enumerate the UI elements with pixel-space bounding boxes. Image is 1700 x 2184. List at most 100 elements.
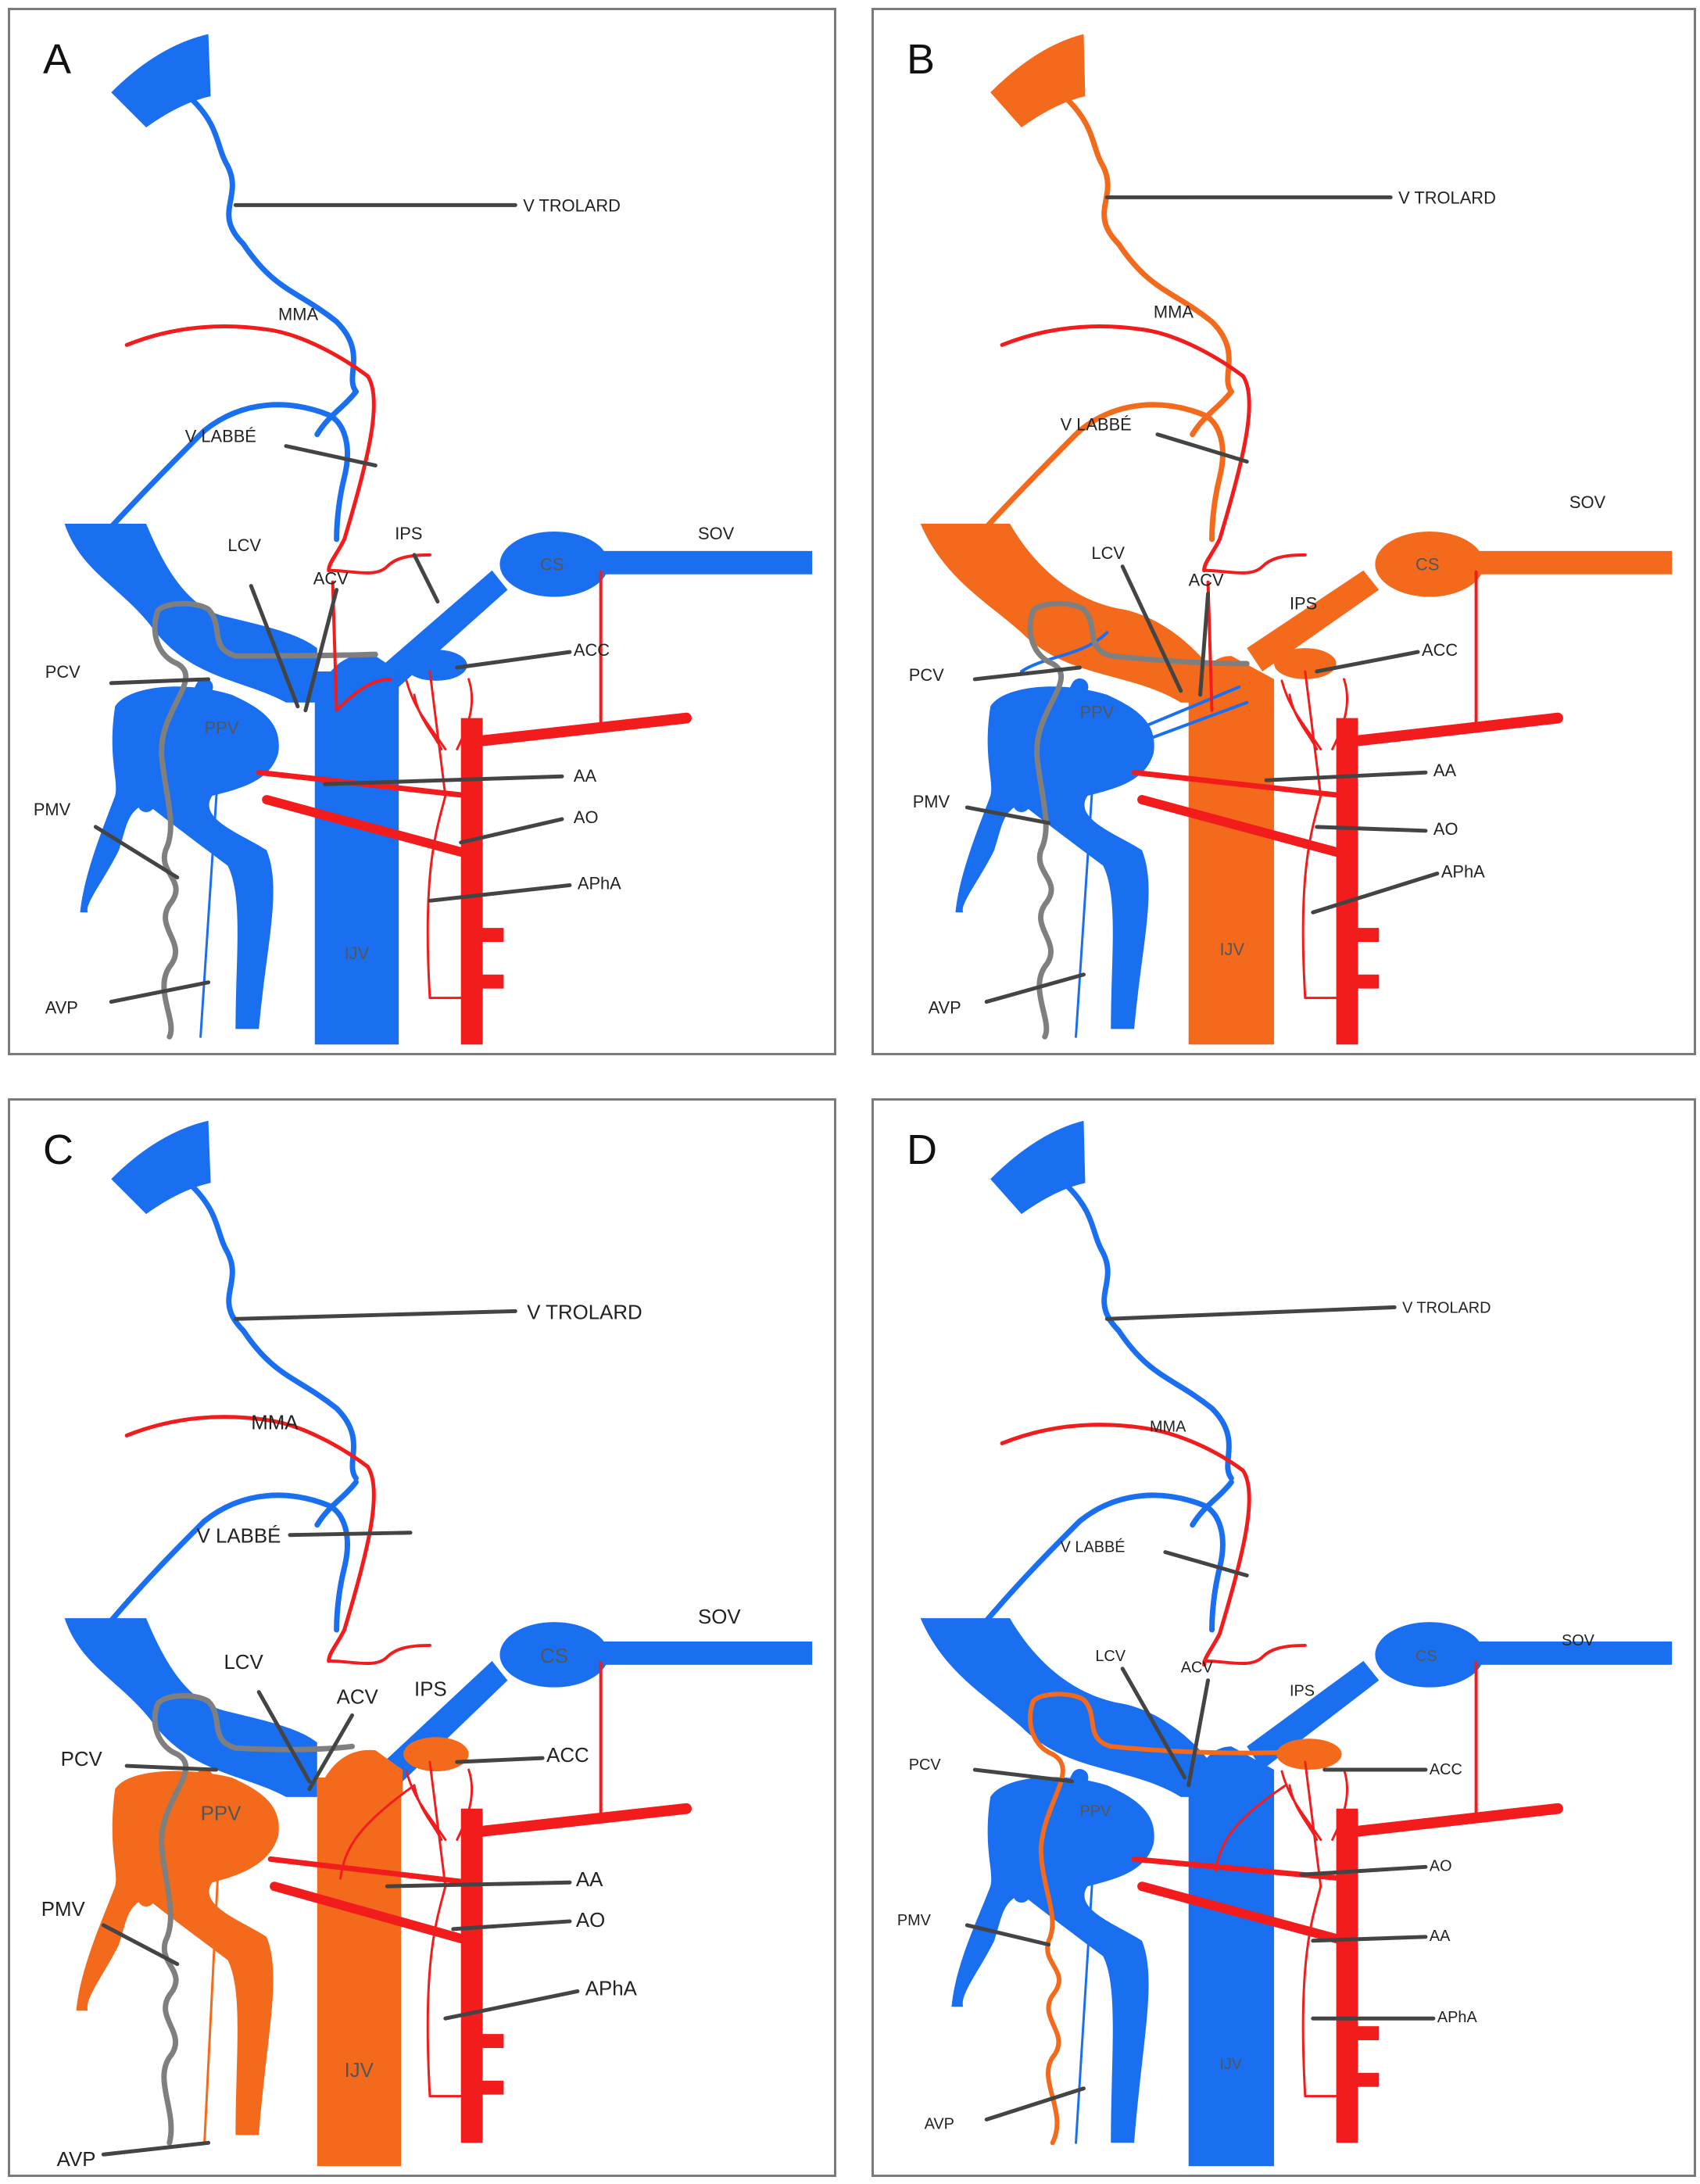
leader-aa — [1264, 770, 1428, 782]
leader-labbe — [284, 444, 378, 467]
gray-anastomosis — [152, 600, 378, 1040]
leader-lcv — [1120, 1667, 1187, 1780]
label-aa: AA — [1430, 1928, 1451, 1945]
label-ijv: IJV — [1219, 940, 1244, 959]
leader-ao — [1299, 1864, 1428, 1877]
ips-sinus — [1247, 1660, 1380, 1770]
superior-sinus — [990, 1120, 1086, 1215]
apha-branch-2 — [1351, 2072, 1380, 2087]
eca-branch-upper — [471, 712, 693, 747]
label-cs: CS — [1415, 555, 1439, 575]
venous-diagram: V TROLARD MMA V LABBÉ IPS SOV CS LCV ACV… — [41, 1120, 813, 2171]
label-sov: SOV — [698, 524, 735, 543]
leader-apha — [428, 883, 572, 903]
label-apha: APhA — [585, 1978, 638, 2000]
label-pcv: PCV — [909, 665, 944, 685]
acc-plexus — [405, 650, 467, 681]
leader-acc — [455, 1756, 545, 1764]
label-cs: CS — [540, 1645, 568, 1667]
ica-artery — [327, 553, 603, 728]
pterygoid-plexus — [951, 1777, 1154, 2143]
label-acc: ACC — [1430, 1761, 1462, 1778]
eca-trunk — [1336, 718, 1358, 1045]
pterygoid-plexus — [955, 686, 1154, 1029]
acc-plexus — [403, 1737, 469, 1772]
label-acc: ACC — [1422, 640, 1458, 660]
apha-branch-2 — [1351, 974, 1380, 989]
label-acv: ACV — [1189, 571, 1224, 590]
apha-branch-2 — [476, 2080, 504, 2095]
label-lcv: LCV — [1095, 1648, 1126, 1665]
superior-sinus — [111, 1120, 211, 1215]
eca-branch-upper — [1346, 712, 1563, 747]
leader-lcv — [249, 584, 300, 709]
apha-branch-1 — [1351, 2026, 1380, 2041]
gray-anastomosis — [152, 1692, 355, 2146]
label-avp: AVP — [45, 997, 78, 1017]
venous-diagram: V TROLARD MMA V LABBÉ IPS SOV CS LCV ACV… — [34, 34, 813, 1045]
label-mma: MMA — [251, 1412, 299, 1434]
labbe-connector — [314, 388, 359, 438]
lcv-acv-vein — [1140, 685, 1249, 743]
leader-ao — [451, 1919, 572, 1932]
label-acc: ACC — [574, 640, 610, 660]
eca-trunk — [460, 718, 483, 1045]
cavernous-sinus — [499, 532, 609, 597]
label-pmv: PMV — [34, 800, 71, 819]
leader-pmv — [101, 1923, 180, 1967]
label-ppv: PPV — [201, 1803, 242, 1825]
label-ppv: PPV — [1079, 1803, 1111, 1821]
label-avp: AVP — [929, 997, 961, 1017]
label-acc: ACC — [546, 1745, 589, 1767]
superior-sinus — [111, 34, 211, 127]
leader-lcv — [256, 1690, 312, 1784]
leader-labbe — [288, 1531, 413, 1538]
v-labbe-vein — [975, 1492, 1226, 1633]
label-ao: AO — [576, 1910, 605, 1932]
cavernous-sinus — [1375, 532, 1484, 597]
leader-pcv — [972, 1767, 1075, 1784]
labbe-connector — [1190, 1479, 1234, 1528]
leader-pcv — [972, 665, 1082, 682]
leader-avp — [101, 2140, 211, 2157]
v-labbe-vein — [975, 402, 1226, 542]
label-avp: AVP — [57, 2149, 96, 2171]
aa-artery — [267, 1856, 472, 1885]
ccf-loops — [405, 670, 474, 1000]
leader-ao — [1315, 825, 1428, 833]
label-acv: ACV — [1181, 1659, 1214, 1677]
leader-pcv — [109, 677, 211, 686]
leader-acv — [303, 588, 339, 713]
leader-avp — [984, 972, 1086, 1004]
ao-artery — [1137, 795, 1349, 859]
ijv-vein — [317, 1777, 402, 2167]
label-pcv: PCV — [61, 1749, 103, 1770]
label-ao: AO — [1433, 819, 1458, 839]
ips-sinus — [375, 570, 508, 687]
label-v-trolard: V TROLARD — [1402, 1299, 1491, 1316]
label-ppv: PPV — [205, 718, 239, 738]
ao-artery — [262, 795, 474, 859]
label-aa: AA — [1433, 761, 1457, 780]
aa-artery — [1131, 769, 1347, 799]
ijv-bulb — [1188, 1746, 1275, 1801]
ijv-bulb — [317, 654, 399, 695]
label-acv: ACV — [337, 1687, 379, 1709]
sov-vein — [1460, 550, 1673, 575]
leader-acc — [1315, 650, 1420, 674]
ips-sinus — [1247, 570, 1380, 671]
mma-artery — [1000, 1423, 1251, 1667]
sov-vein — [1460, 1641, 1673, 1665]
label-v-labbe: V LABBÉ — [185, 427, 256, 446]
pmv-vein — [1012, 1769, 1089, 1903]
mma-artery — [124, 324, 376, 573]
leader-pmv — [965, 1923, 1051, 1947]
label-v-labbe: V LABBÉ — [197, 1525, 281, 1548]
leader-labbe — [1155, 432, 1249, 464]
pterygoid-plexus — [76, 1770, 279, 2136]
v-trolard-vein — [1065, 1183, 1234, 1481]
apha-branch-2 — [476, 974, 504, 989]
leader-avp — [109, 980, 211, 1004]
label-mma: MMA — [1154, 303, 1194, 322]
avp-vein — [199, 739, 221, 1038]
